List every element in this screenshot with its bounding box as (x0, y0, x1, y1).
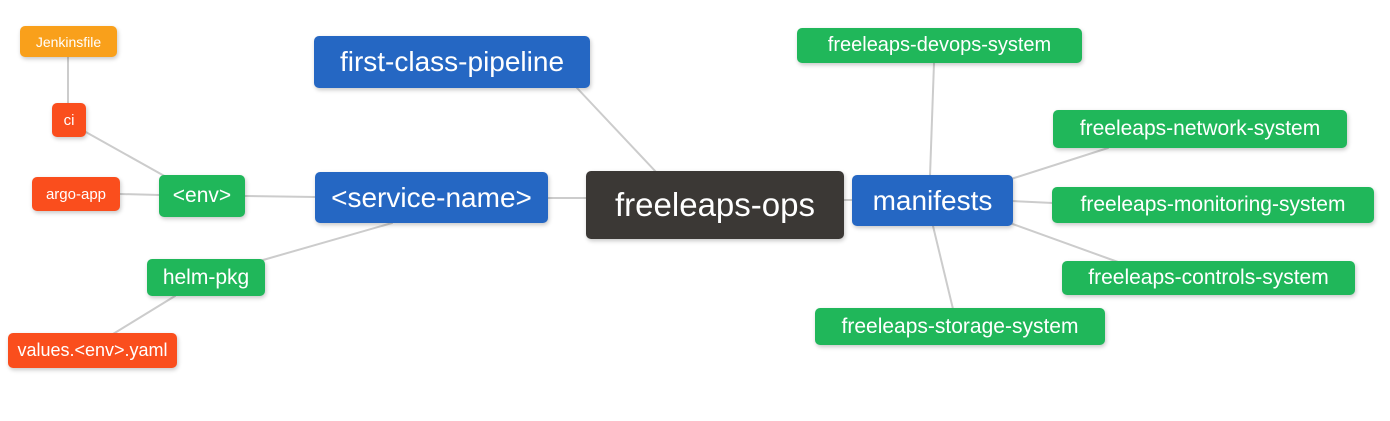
node-freeleaps-controls-system[interactable]: freeleaps-controls-system (1062, 261, 1355, 295)
edge-manifests-controls (1006, 221, 1119, 263)
edge-manifests-storage (932, 225, 954, 310)
node-env[interactable]: <env> (159, 175, 245, 217)
edge-argo-app-env (119, 193, 161, 196)
edge-manifests-network (1010, 147, 1109, 180)
node-values-env-yaml[interactable]: values.<env>.yaml (8, 333, 177, 368)
edge-ci-env (83, 130, 169, 179)
node-argo-app[interactable]: argo-app (32, 177, 120, 211)
node-helm-pkg[interactable]: helm-pkg (147, 259, 265, 296)
node-ci[interactable]: ci (52, 103, 86, 137)
edge-service-name-helm-pkg (262, 222, 393, 261)
node-manifests[interactable]: manifests (852, 175, 1013, 226)
edge-pipeline-root (576, 87, 658, 174)
edge-manifests-monitoring (1011, 200, 1054, 204)
node-first-class-pipeline[interactable]: first-class-pipeline (314, 36, 590, 88)
node-freeleaps-monitoring-system[interactable]: freeleaps-monitoring-system (1052, 187, 1374, 223)
edge-helm-pkg-values (112, 295, 176, 335)
node-jenkinsfile[interactable]: Jenkinsfile (20, 26, 117, 57)
node-freeleaps-ops-root[interactable]: freeleaps-ops (586, 171, 844, 239)
node-freeleaps-storage-system[interactable]: freeleaps-storage-system (815, 308, 1105, 345)
edge-env-service-name (244, 195, 317, 198)
node-freeleaps-network-system[interactable]: freeleaps-network-system (1053, 110, 1347, 148)
node-freeleaps-devops-system[interactable]: freeleaps-devops-system (797, 28, 1082, 63)
node-service-name[interactable]: <service-name> (315, 172, 548, 223)
edge-manifests-devops (929, 62, 935, 177)
